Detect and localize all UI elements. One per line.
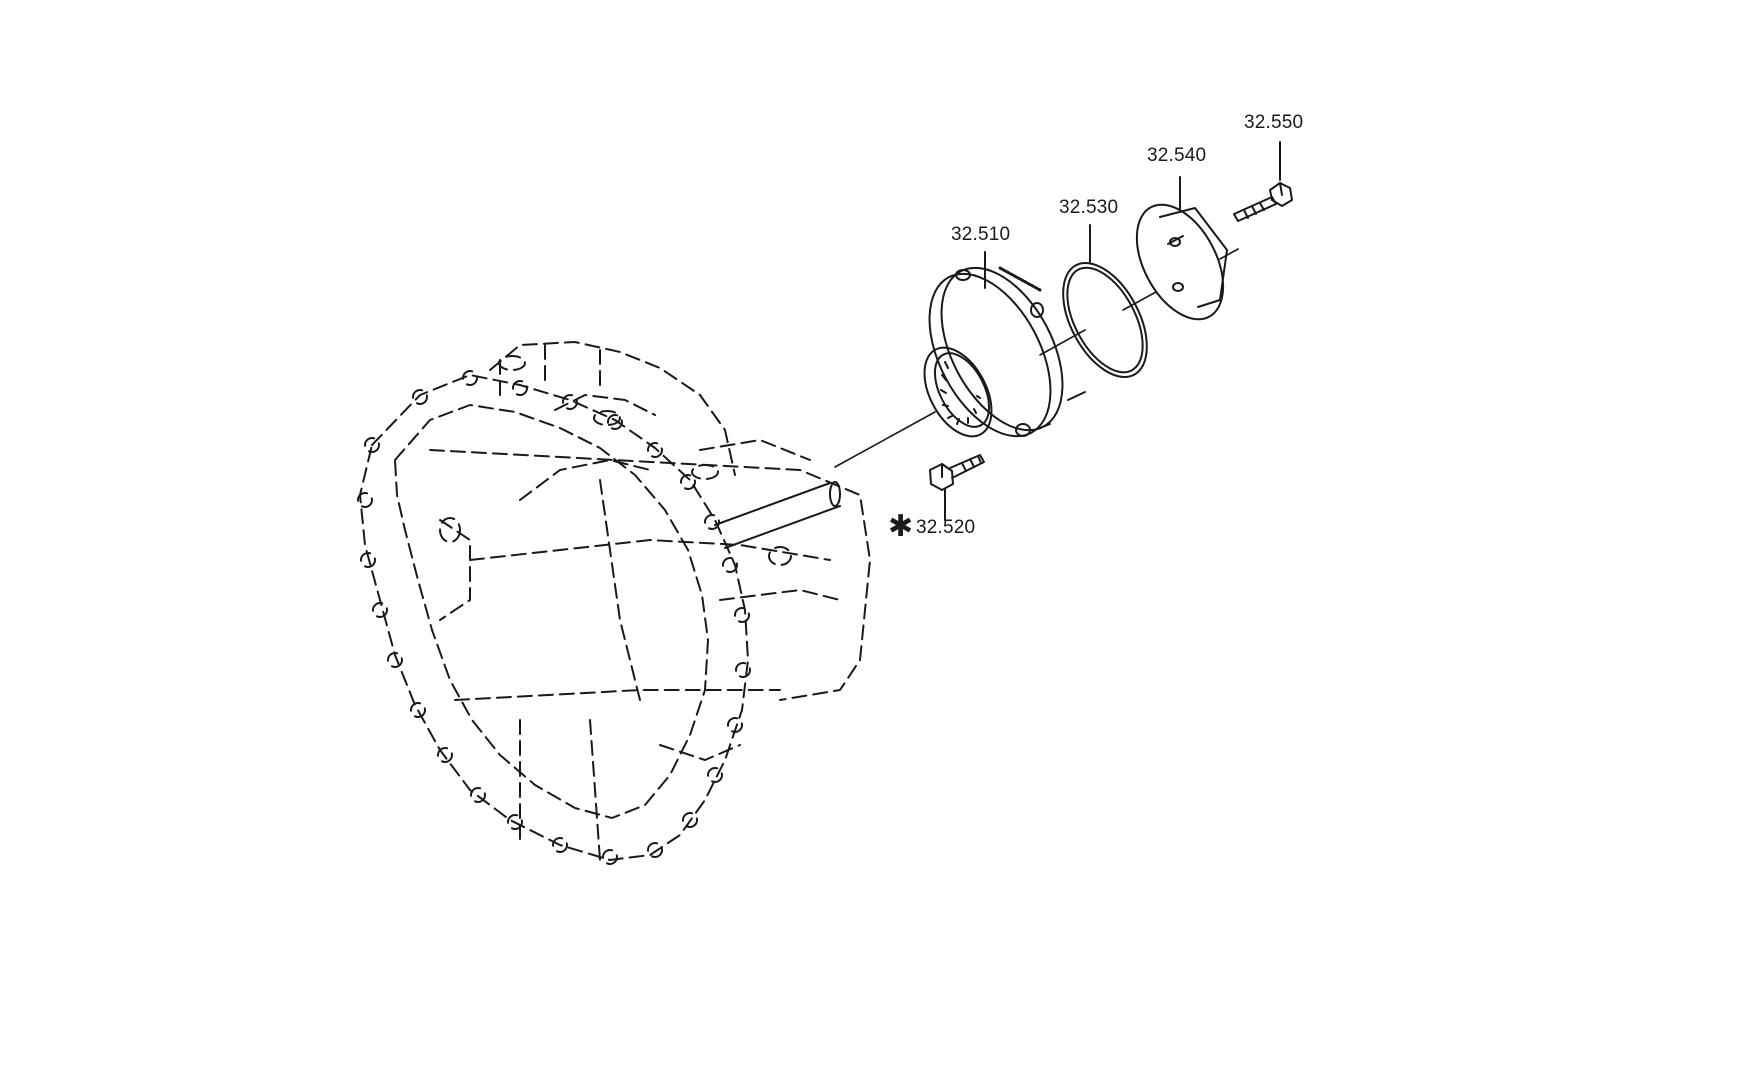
cover-disc: [1135, 203, 1228, 321]
output-flange: [923, 266, 1086, 438]
screw-32550: [1233, 182, 1293, 222]
assembly-axis: [834, 248, 1239, 468]
transmission-housing: [357, 341, 871, 865]
output-shaft-stub: [714, 481, 841, 549]
label-32550: 32.550: [1244, 112, 1304, 133]
label-32530: 32.530: [1059, 197, 1119, 218]
label-32510: 32.510: [951, 224, 1011, 245]
label-32520: 32.520: [916, 517, 976, 538]
bolt-32520: [929, 454, 985, 491]
o-ring: [1062, 261, 1148, 379]
label-32540: 32.540: [1147, 145, 1207, 166]
asterisk-marker-icon: ✱: [888, 509, 914, 544]
